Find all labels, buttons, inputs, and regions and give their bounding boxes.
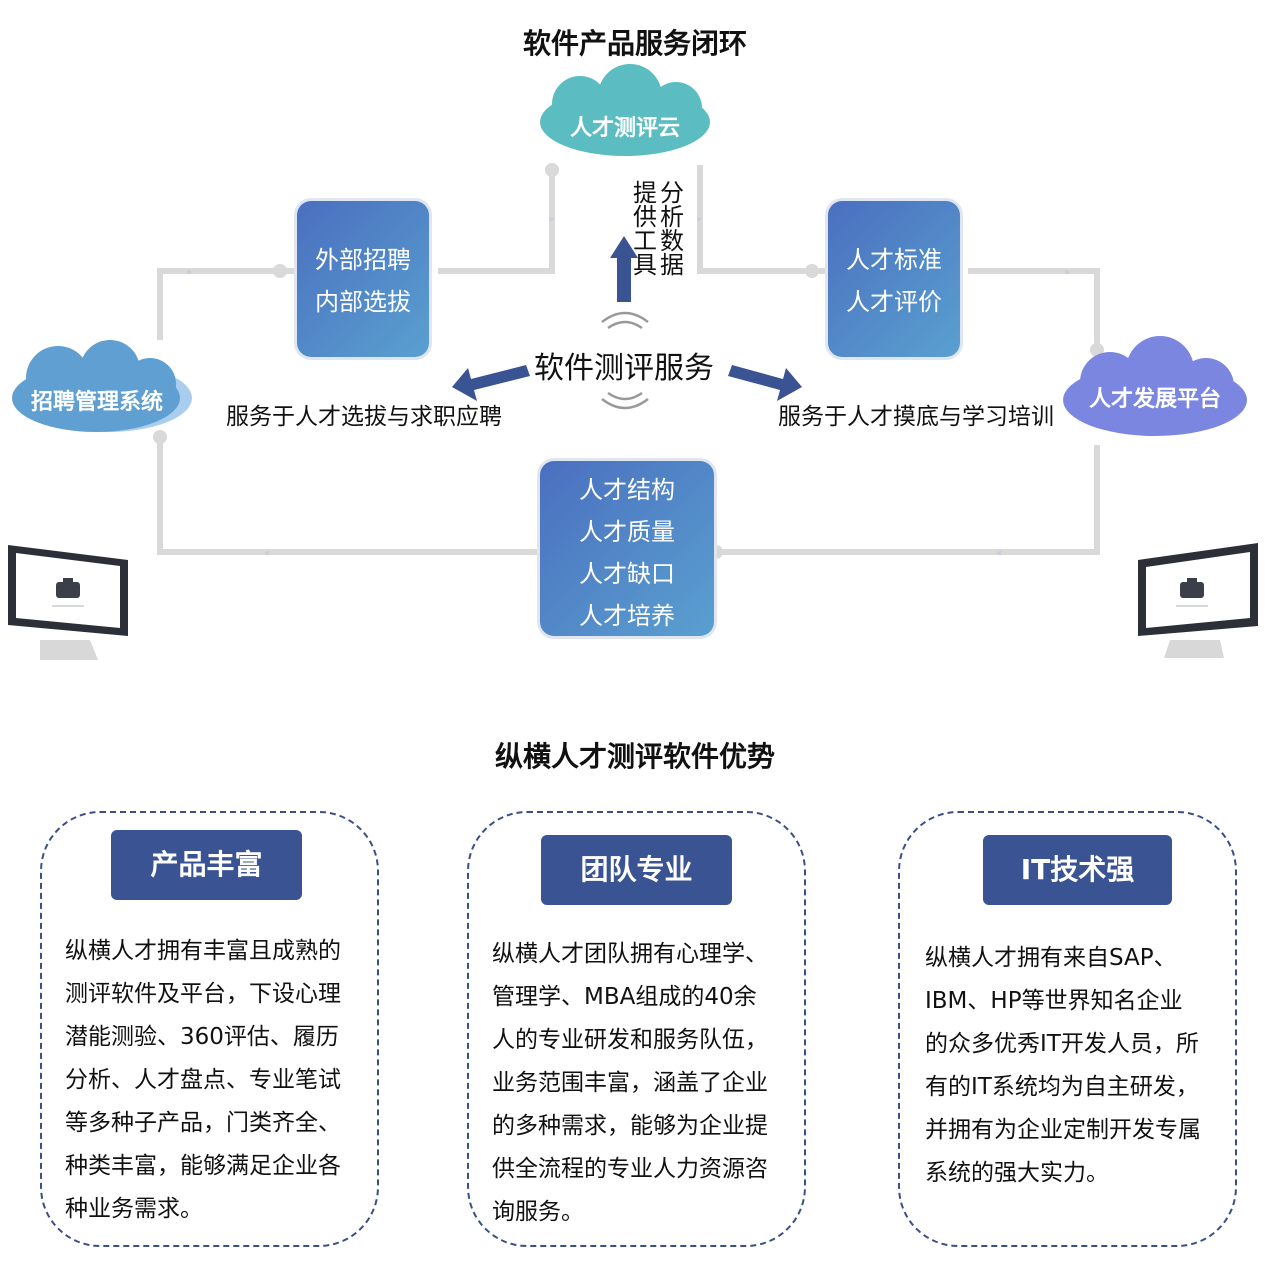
box-recruitment-line-1: 外部招聘 — [315, 246, 411, 274]
left-caption: 服务于人才选拔与求职应聘 — [226, 404, 502, 430]
card-team-text: 纵横人才团队拥有心理学、 管理学、MBA组成的40余 人的专业研发和服务队伍， … — [492, 933, 768, 1234]
card-team-line-6: 供全流程的专业人力资源咨 — [492, 1156, 768, 1182]
advantage-card-it — [898, 811, 1237, 1247]
card-product-line-4: 分析、人才盘点、专业笔试 — [65, 1067, 341, 1093]
signal-waves-icon — [601, 311, 649, 410]
card-it-line-1: 纵横人才拥有来自SAP、 — [925, 945, 1177, 971]
svg-text:»: » — [1064, 267, 1070, 278]
diagram-title: 软件产品服务闭环 — [522, 27, 747, 60]
right-caption: 服务于人才摸底与学习培训 — [778, 404, 1054, 430]
badge-team: 团队专业 — [541, 835, 732, 905]
box-recruitment-line-2: 内部选拔 — [315, 288, 411, 316]
box-talent-structure-line-2: 人才质量 — [579, 518, 675, 546]
card-product-line-3: 潜能测验、360评估、履历 — [65, 1024, 339, 1050]
card-team-line-7: 询服务。 — [492, 1199, 584, 1225]
right-arrow — [728, 365, 802, 401]
card-product-line-2: 测评软件及平台，下设心理 — [65, 981, 341, 1007]
card-it-line-3: 的众多优秀IT开发人员，所 — [925, 1031, 1199, 1057]
svg-text:»: » — [186, 267, 192, 278]
advantages-title: 纵横人才测评软件优势 — [494, 740, 775, 773]
cloud-top-label: 人才测评云 — [569, 116, 680, 141]
up-arrow — [610, 236, 638, 302]
card-product-line-6: 种类丰富，能够满足企业各 — [65, 1153, 341, 1179]
left-arrow — [452, 365, 530, 401]
card-team-line-1: 纵横人才团队拥有心理学、 — [492, 941, 768, 967]
advantage-card-team — [467, 811, 806, 1247]
card-team-line-2: 管理学、MBA组成的40余 — [492, 984, 757, 1010]
svg-text:«: « — [996, 548, 1002, 559]
box-talent-structure: 人才结构 人才质量 人才缺口 人才培养 — [540, 461, 714, 636]
cloud-right-shape — [1063, 336, 1247, 436]
svg-text:«: « — [264, 548, 270, 559]
vertical-text-tools: 提供工具 — [633, 179, 657, 279]
cloud-right-label: 人才发展平台 — [1088, 387, 1221, 412]
card-product-text: 纵横人才拥有丰富且成熟的 测评软件及平台，下设心理 潜能测验、360评估、履历 … — [65, 930, 341, 1231]
card-it-text: 纵横人才拥有来自SAP、 IBM、HP等世界知名企业 的众多优秀IT开发人员，所… — [925, 937, 1201, 1195]
card-it-line-2: IBM、HP等世界知名企业 — [925, 988, 1183, 1014]
box-recruitment: 外部招聘 内部选拔 — [297, 201, 429, 357]
box-talent-standard-line-1: 人才标准 — [846, 246, 942, 274]
connector-lines: » » » » « « — [8, 64, 1258, 660]
card-product-line-7: 种业务需求。 — [65, 1196, 203, 1222]
card-it-line-6: 系统的强大实力。 — [925, 1160, 1109, 1186]
center-service-label: 软件测评服务 — [534, 351, 714, 386]
monitor-left-icon — [8, 545, 128, 660]
box-talent-structure-line-1: 人才结构 — [579, 476, 675, 504]
svg-text:»: » — [696, 214, 702, 225]
monitor-right-icon — [1138, 543, 1258, 658]
card-team-line-5: 的多种需求，能够为企业提 — [492, 1113, 768, 1139]
card-it-line-5: 并拥有为企业定制开发专属 — [925, 1117, 1201, 1143]
cloud-left-label: 招聘管理系统 — [30, 390, 163, 415]
card-team-line-3: 人的专业研发和服务队伍， — [492, 1027, 768, 1053]
box-talent-structure-line-3: 人才缺口 — [579, 560, 675, 588]
cloud-left-shape — [12, 340, 192, 432]
box-talent-standard-line-2: 人才评价 — [846, 288, 942, 316]
cloud-top-shape — [540, 64, 710, 156]
card-it-line-4: 有的IT系统均为自主研发， — [925, 1074, 1199, 1100]
card-product-line-1: 纵横人才拥有丰富且成熟的 — [65, 938, 341, 964]
card-product-line-5: 等多种子产品，门类齐全、 — [65, 1110, 341, 1136]
box-talent-structure-line-4: 人才培养 — [579, 602, 675, 630]
box-talent-standard: 人才标准 人才评价 — [828, 201, 960, 357]
svg-text:»: » — [548, 214, 554, 225]
card-team-line-4: 业务范围丰富，涵盖了企业 — [492, 1070, 768, 1096]
badge-it: IT技术强 — [983, 835, 1172, 905]
badge-product: 产品丰富 — [111, 830, 302, 900]
vertical-text-data: 分析数据 — [660, 179, 684, 279]
advantage-card-product — [40, 811, 379, 1247]
